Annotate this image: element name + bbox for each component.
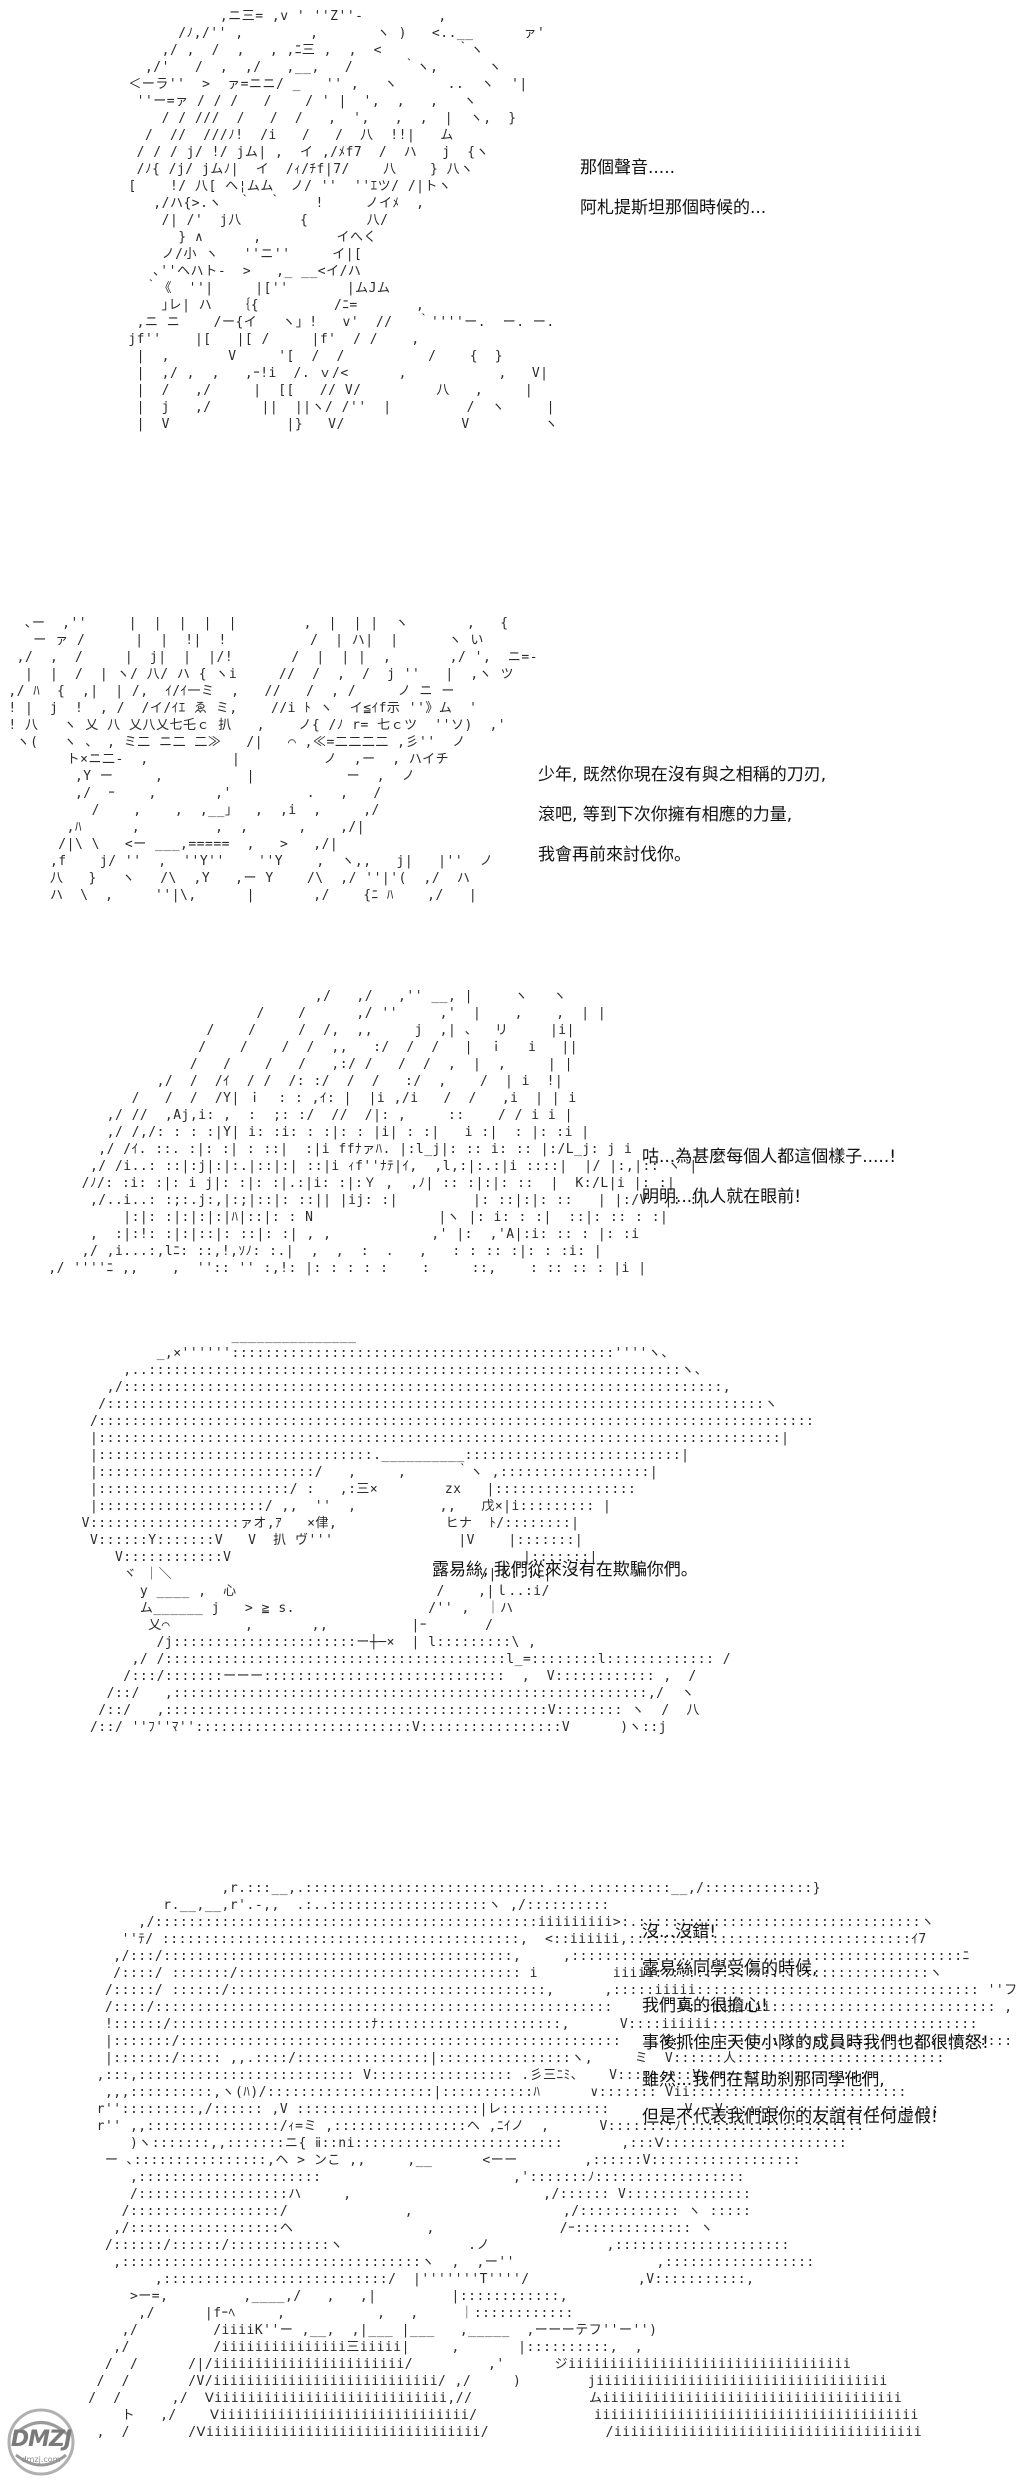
ascii-art-figure-5: ,r.:::__,.:::::::::::::::::::::::::::::.…: [88, 1881, 1018, 2440]
dialog-line: 事後抓住庄天使小隊的成員時我們也都很憤怒!: [642, 2033, 989, 2053]
panel-3: ,/ ,/ ,'' __, | ヽ ヽ / / ,/ '' ,' | , , |…: [0, 980, 1024, 1310]
dialog-line: 那個聲音.....: [580, 158, 676, 178]
dialog-box-4: 露易絲, 我們從來沒有在欺騙你們。: [432, 1550, 698, 1590]
dialog-line: 我會再前來討伐你。: [538, 845, 691, 865]
dialog-line: 阿札提斯坦那個時候的...: [580, 198, 767, 218]
dialog-line: 雖然...我們在幫助刹那同學他們,: [642, 2070, 885, 2090]
dialog-box-2: 少年, 既然你現在沒有與之相稱的刀刃, 滾吧, 等到下次你擁有相應的力量, 我會…: [538, 755, 826, 875]
dialog-line: 但是不代表我們跟你的友誼有任何虛假!: [642, 2107, 938, 2127]
ascii-art-figure-4: _______________ _,×'''''':::::::::::::::…: [81, 1329, 815, 1735]
dialog-line: 沒...沒錯!: [642, 1922, 717, 1942]
dialog-line: 我們真的很擔心!: [642, 1996, 768, 2016]
dialog-line: 明明...仇人就在眼前!: [642, 1187, 802, 1207]
dialog-line: 少年, 既然你現在沒有與之相稱的刀刃,: [538, 765, 827, 785]
ascii-art-figure-1: ,ニ三= ,v ' ''Z''- , /ﾉ,/'' , , ヽ ) <..__ …: [128, 9, 559, 432]
watermark-subtext: dmzj.com: [21, 2455, 61, 2464]
dialog-line: 露易絲同學受傷的時候,: [642, 1959, 818, 1979]
ascii-art-figure-3: ,/ ,/ ,'' __, | ヽ ヽ / / ,/ '' ,' | , , |…: [48, 989, 707, 1276]
panel-2: ､ー ,'' | | | | | , | | | ヽ , { ー ァ / | |…: [0, 600, 1024, 980]
dialog-line: 咕...為甚麼每個人都這個樣子.....!: [642, 1147, 897, 1167]
ascii-art-figure-2: ､ー ,'' | | | | | , | | | ヽ , { ー ァ / | |…: [8, 616, 539, 903]
dialog-line: 露易絲, 我們從來沒有在欺騙你們。: [432, 1560, 698, 1580]
watermark-text: DMZJ: [10, 2427, 72, 2452]
dialog-box-5: 沒...沒錯! 露易絲同學受傷的時候, 我們真的很擔心! 事後抓住庄天使小隊的成…: [642, 1914, 989, 2136]
site-watermark-logo: DMZJ dmzj.com: [4, 2405, 78, 2479]
panel-1: ,ニ三= ,v ' ''Z''- , /ﾉ,/'' , , ヽ ) <..__ …: [0, 0, 1024, 600]
watermark-swirl-icon: [7, 2408, 75, 2476]
panel-4: _______________ _,×'''''':::::::::::::::…: [0, 1310, 1024, 1870]
dialog-box-1: 那個聲音..... 阿札提斯坦那個時候的...: [580, 148, 766, 228]
dialog-line: 滾吧, 等到下次你擁有相應的力量,: [538, 805, 793, 825]
dialog-box-3: 咕...為甚麼每個人都這個樣子.....! 明明...仇人就在眼前!: [642, 1137, 896, 1217]
panel-5: ,r.:::__,.:::::::::::::::::::::::::::::.…: [0, 1870, 1024, 2481]
